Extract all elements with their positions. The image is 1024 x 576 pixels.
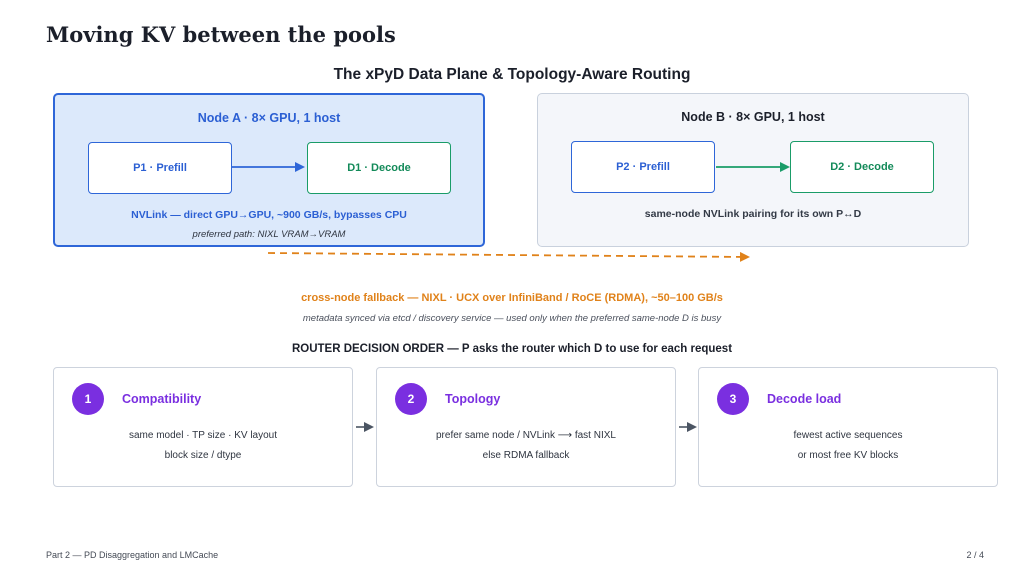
footer-section-label: Part 2 — PD Disaggregation and LMCache — [46, 550, 219, 560]
node-b-nvlink-note: same-node NVLink pairing for its own P↔D — [644, 208, 862, 220]
step-title: Topology — [445, 392, 501, 406]
step-detail-line: fewest active sequences — [793, 430, 903, 441]
d2-decode-box: D2 · Decode — [790, 141, 934, 193]
node-a-nvlink-note: NVLink — direct GPU→GPU, ~900 GB/s, bypa… — [131, 209, 407, 221]
step-card-topology: 2 Topology prefer same node / NVLink ⟶ f… — [376, 367, 676, 487]
step-detail-line: same model · TP size · KV layout — [128, 430, 278, 441]
step-number-badge: 3 — [717, 383, 749, 415]
step-detail-line: or most free KV blocks — [797, 450, 899, 461]
step-detail-line: prefer same node / NVLink ⟶ fast NIXL — [436, 430, 616, 441]
cross-node-fallback-label: cross-node fallback — NIXL · UCX over In… — [301, 292, 723, 304]
step-card-compatibility: 1 Compatibility same model · TP size · K… — [53, 367, 353, 487]
node-a-preferred-path-note: preferred path: NIXL VRAM→VRAM — [192, 229, 346, 240]
step-title: Decode load — [767, 392, 842, 406]
step-detail-line: block size / dtype — [164, 450, 242, 461]
diagram-title: The xPyD Data Plane & Topology-Aware Rou… — [333, 66, 691, 83]
step-detail-line: else RDMA fallback — [482, 450, 570, 461]
step-number-badge: 1 — [72, 383, 104, 415]
step-number-badge: 2 — [395, 383, 427, 415]
metadata-sync-note: metadata synced via etcd / discovery ser… — [302, 313, 722, 324]
cross-node-fallback-arrow — [267, 251, 750, 262]
page-number: 2 / 4 — [966, 550, 984, 560]
d1-decode-box: D1 · Decode — [307, 142, 451, 194]
node-b-panel: Node B · 8× GPU, 1 host P2 · Prefill D2 … — [537, 93, 969, 247]
node-a-title: Node A · 8× GPU, 1 host — [197, 111, 341, 125]
node-b-title: Node B · 8× GPU, 1 host — [681, 110, 825, 124]
step-title: Compatibility — [122, 392, 202, 406]
node-a-panel: Node A · 8× GPU, 1 host P1 · Prefill D1 … — [53, 93, 485, 247]
p1-prefill-box: P1 · Prefill — [88, 142, 232, 194]
p2-prefill-box: P2 · Prefill — [571, 141, 715, 193]
page-title: Moving KV between the pools — [46, 22, 396, 47]
router-decision-heading: ROUTER DECISION ORDER — P asks the route… — [291, 343, 733, 355]
step-card-decode-load: 3 Decode load fewest active sequences or… — [698, 367, 998, 487]
